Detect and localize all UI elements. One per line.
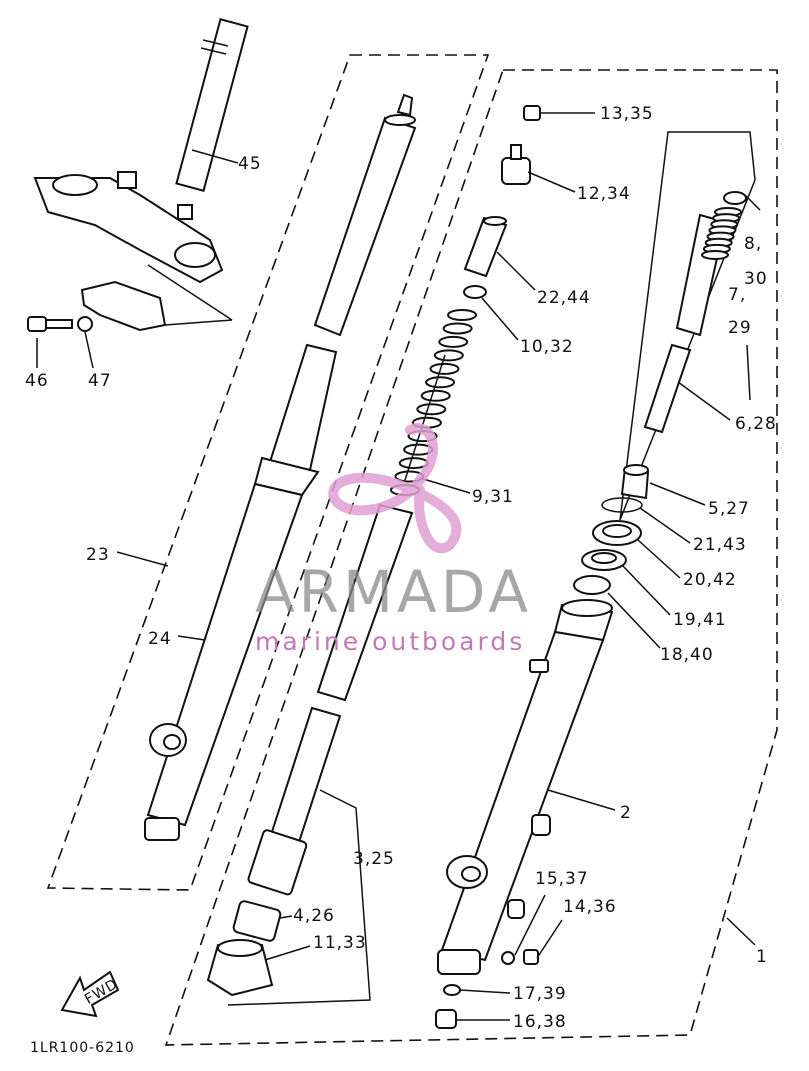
- callout-8: 8,: [744, 234, 762, 254]
- damper-rod: [247, 503, 414, 896]
- part-4-26: [232, 900, 282, 942]
- callout-15-37: 15,37: [535, 869, 589, 889]
- callout-2: 2: [620, 803, 632, 823]
- part-21-43: [601, 497, 643, 513]
- callout-19-41: 19,41: [673, 610, 727, 630]
- callout-4-26: 4,26: [293, 906, 335, 926]
- diagram-code: 1LR100-6210: [30, 1040, 135, 1056]
- part-19-41: [581, 549, 627, 571]
- callout-30: 30: [744, 269, 768, 289]
- callout-12-34: 12,34: [577, 184, 631, 204]
- steering-stem: [175, 18, 249, 192]
- callout-23: 23: [86, 545, 110, 565]
- callout-6-28: 6,28: [735, 414, 777, 434]
- callout-24: 24: [148, 629, 172, 649]
- part-11-33: [206, 939, 274, 997]
- under-bracket: [33, 171, 224, 284]
- group-outline-inner: [619, 131, 756, 521]
- callout-16-38: 16,38: [513, 1012, 567, 1032]
- part-10-32: [463, 285, 487, 299]
- callout-17-39: 17,39: [513, 984, 567, 1004]
- outer-tube: [144, 343, 338, 841]
- callout-14-36: 14,36: [563, 897, 617, 917]
- callout-3-25: 3,25: [353, 849, 395, 869]
- part-15-37: [501, 951, 515, 965]
- callout-29: 29: [728, 318, 752, 338]
- inner-tube: [313, 93, 417, 337]
- group-outline-1: [164, 69, 778, 1046]
- leader-lines: [36, 112, 761, 1021]
- part-18-40: [573, 575, 611, 595]
- spring-tail: [404, 354, 446, 481]
- part-17-39: [443, 984, 461, 996]
- part-8-30: [723, 191, 747, 205]
- callout-5-27: 5,27: [708, 499, 750, 519]
- watermark-tagline: marine outboards: [255, 627, 525, 656]
- part-14-36: [523, 949, 539, 965]
- part-20-42: [592, 520, 642, 546]
- callout-18-40: 18,40: [660, 645, 714, 665]
- part-6-28: [643, 343, 692, 434]
- callout-22-44: 22,44: [537, 288, 591, 308]
- part-13-35: [523, 105, 541, 121]
- part-12-34: [501, 144, 531, 185]
- callout-1: 1: [756, 947, 768, 967]
- callout-20-42: 20,42: [683, 570, 737, 590]
- watermark-logo: [328, 423, 462, 553]
- bolt-46: [27, 316, 73, 332]
- washer-47: [77, 316, 93, 332]
- outer-tube-2: [437, 599, 614, 975]
- part-5-27: [620, 464, 650, 500]
- part-16-38: [435, 1009, 457, 1029]
- callout-47: 47: [88, 371, 112, 391]
- bracket-clamp: [80, 264, 233, 332]
- callout-10-32: 10,32: [520, 337, 574, 357]
- callout-11-33: 11,33: [313, 933, 367, 953]
- part-22-44: [463, 216, 508, 278]
- callout-46: 46: [25, 371, 49, 391]
- callout-45: 45: [238, 154, 262, 174]
- fwd-arrow-icon: FWD: [60, 970, 121, 1018]
- watermark-brand: ARMADA: [255, 558, 532, 626]
- callout-13-35: 13,35: [600, 104, 654, 124]
- part-spring-small: [701, 207, 742, 260]
- callout-9-31: 9,31: [472, 487, 514, 507]
- group-bracket-3-25: [227, 789, 371, 1006]
- callout-7: 7,: [728, 285, 746, 305]
- callout-21-43: 21,43: [693, 535, 747, 555]
